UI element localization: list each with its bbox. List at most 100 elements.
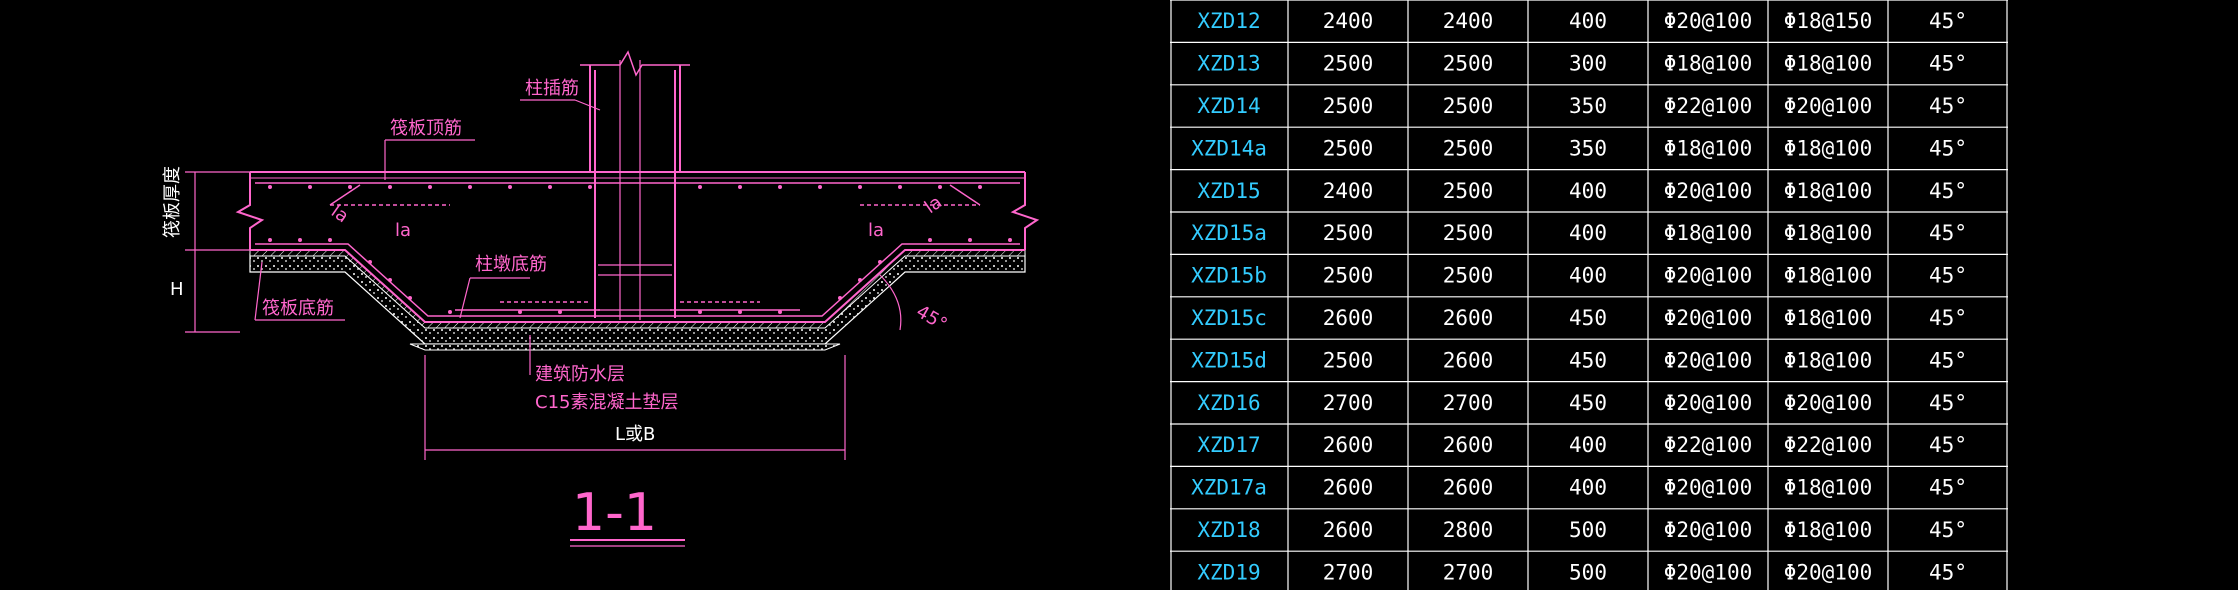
table-cell: Φ18@100	[1784, 179, 1873, 203]
raft-thickness-label: 筏板厚度	[162, 166, 183, 238]
table-cell: 45°	[1929, 476, 1967, 500]
table-cell: 45°	[1929, 94, 1967, 118]
table-cell: 2800	[1443, 518, 1494, 542]
table-grid	[1170, 0, 2008, 590]
table-cell: 2600	[1443, 433, 1494, 457]
table-cell: Φ22@100	[1664, 433, 1753, 457]
table-cell: XZD15c	[1191, 306, 1267, 330]
table-cell: Φ20@100	[1664, 306, 1753, 330]
table-cell: 2500	[1323, 94, 1374, 118]
table-cell: Φ18@100	[1664, 52, 1753, 76]
table-cell: Φ18@100	[1784, 264, 1873, 288]
section-drawing: 筏板顶筋 柱插筋 筏板厚度 la la la la 柱墩底筋 筏板底筋 H 45…	[162, 50, 1040, 547]
table-cell: Φ20@100	[1664, 348, 1753, 372]
table-cell: 400	[1569, 264, 1607, 288]
table-cell: 350	[1569, 136, 1607, 160]
table-cell: XZD13	[1197, 52, 1260, 76]
column	[580, 50, 690, 320]
table-cell: 350	[1569, 94, 1607, 118]
height-label: H	[170, 279, 184, 300]
table-cell: XZD15d	[1191, 348, 1267, 372]
table-cell: Φ20@100	[1784, 94, 1873, 118]
table-cell: 45°	[1929, 179, 1967, 203]
table-cell: 45°	[1929, 391, 1967, 415]
section-title: 1-1	[572, 483, 657, 543]
table-cell: 2600	[1323, 433, 1374, 457]
table-cell: Φ20@100	[1784, 560, 1873, 584]
table-cell: 2500	[1323, 221, 1374, 245]
table-cell: 300	[1569, 52, 1607, 76]
reinforcement	[255, 182, 1020, 317]
la-label-left-2: la	[395, 220, 411, 241]
table-cell: 2500	[1323, 52, 1374, 76]
table-cell: 2500	[1323, 348, 1374, 372]
table-cell: 2400	[1323, 179, 1374, 203]
angle-label: 45°	[913, 301, 951, 335]
table-cell: 400	[1569, 179, 1607, 203]
table-cell: 2600	[1443, 306, 1494, 330]
table-cell: 45°	[1929, 52, 1967, 76]
table-cell: 500	[1569, 560, 1607, 584]
table-cell: 2600	[1443, 348, 1494, 372]
table-cell: Φ20@100	[1664, 518, 1753, 542]
table-cell: Φ22@100	[1664, 94, 1753, 118]
table-cell: Φ20@100	[1664, 476, 1753, 500]
table-cell: Φ18@150	[1784, 9, 1873, 33]
table-cell: XZD16	[1197, 391, 1260, 415]
raft-bottom-bar-label: 筏板底筋	[262, 298, 334, 319]
table-cell: XZD14	[1197, 94, 1260, 118]
table-cell: 400	[1569, 476, 1607, 500]
table-cell: 45°	[1929, 264, 1967, 288]
table-cell: 500	[1569, 518, 1607, 542]
pier-bottom-bar-label: 柱墩底筋	[475, 254, 547, 275]
table-cell: Φ20@100	[1784, 391, 1873, 415]
table-cell: Φ18@100	[1784, 476, 1873, 500]
table-cell: 2500	[1443, 136, 1494, 160]
table-cell: 2600	[1323, 518, 1374, 542]
leader-lines	[185, 99, 902, 547]
table-cell: Φ20@100	[1664, 391, 1753, 415]
table-cell: 2500	[1443, 179, 1494, 203]
table-cell: XZD15	[1197, 179, 1260, 203]
column-insert-bar-label: 柱插筋	[525, 78, 579, 99]
table-cell: XZD17a	[1191, 476, 1267, 500]
rebar-dots	[268, 185, 1012, 314]
table-cell: 2700	[1323, 391, 1374, 415]
table-cell: XZD18	[1197, 518, 1260, 542]
table-cell: Φ20@100	[1664, 179, 1753, 203]
table-cell: Φ18@100	[1784, 221, 1873, 245]
table-cell: Φ18@100	[1784, 306, 1873, 330]
table-cell: 45°	[1929, 433, 1967, 457]
table-cell: 2700	[1443, 391, 1494, 415]
waterproof-label: 建筑防水层	[535, 364, 625, 385]
table-cell: 450	[1569, 391, 1607, 415]
table-cell: 2500	[1323, 136, 1374, 160]
table-cell: 45°	[1929, 306, 1967, 330]
table-cell: XZD12	[1197, 9, 1260, 33]
cushion-layer	[249, 249, 1026, 351]
la-label-right-1: la	[868, 220, 884, 241]
table-cell: 45°	[1929, 221, 1967, 245]
table-cell: 2600	[1443, 476, 1494, 500]
table-cell: Φ22@100	[1784, 433, 1873, 457]
table-cell: 400	[1569, 9, 1607, 33]
table-cell: 2500	[1443, 221, 1494, 245]
table-cell: XZD15b	[1191, 264, 1267, 288]
table-cell: Φ18@100	[1664, 136, 1753, 160]
table-cell: 2500	[1443, 52, 1494, 76]
table-cell: XZD17	[1197, 433, 1260, 457]
table-cell: 2500	[1443, 94, 1494, 118]
table-cell: Φ20@100	[1664, 264, 1753, 288]
table-cell: 2500	[1323, 264, 1374, 288]
dimension-label: L或B	[615, 424, 655, 445]
table-cell: 450	[1569, 348, 1607, 372]
la-label-right-2: la	[921, 192, 946, 218]
table-cell: 45°	[1929, 560, 1967, 584]
table-cell: 2400	[1443, 9, 1494, 33]
table-cell: XZD19	[1197, 560, 1260, 584]
table-cell: 2500	[1443, 264, 1494, 288]
table-cell: Φ20@100	[1664, 560, 1753, 584]
table-cell: Φ18@100	[1784, 348, 1873, 372]
table-cell: 2600	[1323, 306, 1374, 330]
